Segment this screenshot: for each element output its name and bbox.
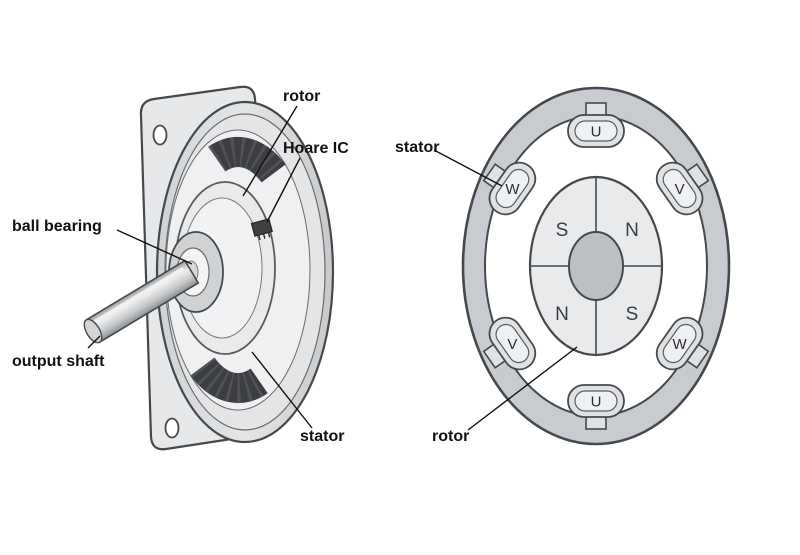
leader-line-rotor (242, 105, 298, 197)
pole-letter: N (625, 220, 639, 241)
pole-letter: S (556, 220, 569, 241)
label-stator-left: stator (300, 428, 344, 445)
label-rotor-left: rotor (283, 88, 320, 105)
bolt-hole (152, 124, 168, 146)
motor-cross-section-illustration: U V W U V W (395, 86, 731, 446)
coil-letter: U (591, 124, 602, 141)
stator-winding-top (208, 137, 286, 183)
output-shaft (83, 259, 200, 344)
coil-letter: V (675, 181, 685, 198)
leader-line-stator-left (251, 351, 313, 429)
label-ball-bearing: ball bearing (12, 218, 102, 235)
stator-coil-U-bottom: U (567, 384, 625, 430)
pole-letter: N (555, 304, 569, 325)
label-output-shaft: output shaft (12, 353, 105, 370)
coil-letter: W (505, 181, 520, 198)
leader-line-rotor-right (467, 346, 578, 431)
stator-coil-V-lower-left: V (482, 316, 537, 371)
stator-coil-V-upper-right: V (655, 161, 710, 216)
stator-coil-U-top: U (567, 102, 625, 148)
motor-cutaway-illustration: rotor Hoare IC ball bearing output shaft… (12, 85, 349, 451)
leader-line-stator-right (433, 149, 503, 187)
label-rotor-right: rotor (432, 428, 469, 445)
stator-coil-W-lower-right: W (655, 316, 710, 371)
leader-line-hoare-ic (266, 157, 301, 223)
stator-coil-W-upper-left: W (482, 161, 537, 216)
hall-ic-chip (250, 218, 273, 241)
leader-line-output-shaft (87, 335, 101, 349)
coil-letter: U (591, 394, 602, 411)
coil-letter: V (507, 336, 517, 353)
leader-line-ball-bearing (116, 229, 193, 265)
label-stator-right: stator (395, 139, 439, 156)
coil-letter: W (673, 336, 688, 353)
label-hoare-ic: Hoare IC (283, 140, 349, 157)
stator-winding-bottom-texture (190, 357, 268, 403)
bolt-hole (164, 417, 180, 439)
rotor-shaft (568, 231, 624, 301)
pole-letter: S (626, 304, 639, 325)
